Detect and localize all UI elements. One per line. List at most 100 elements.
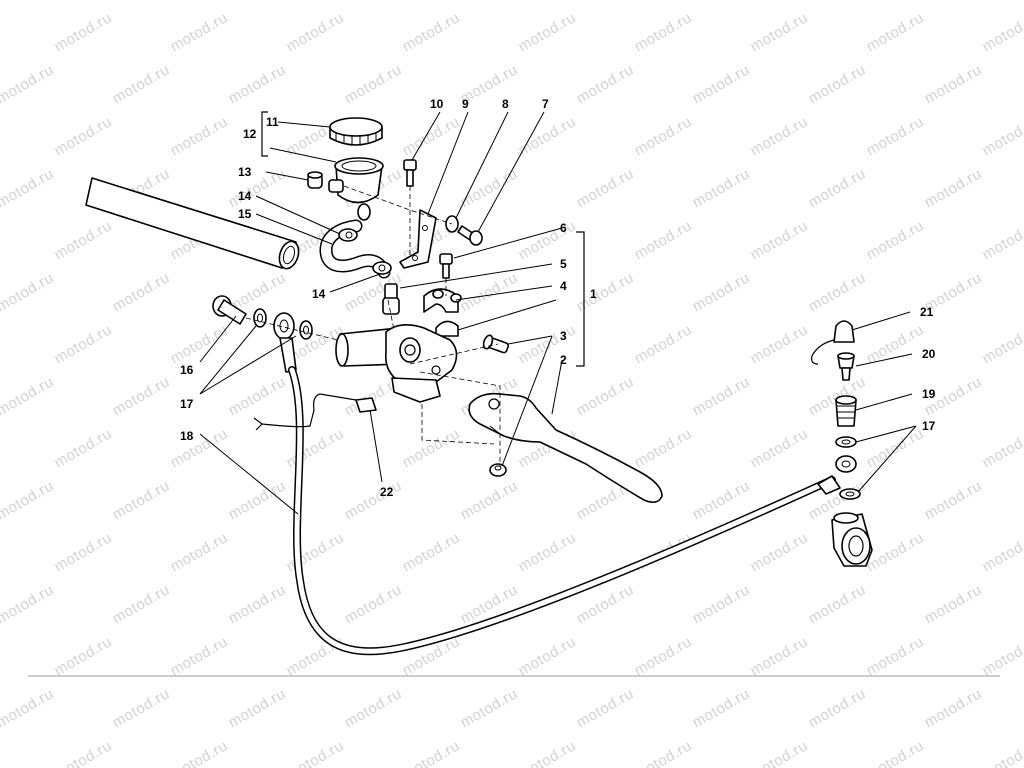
callout-11: 11 xyxy=(266,115,279,129)
watermark-text: motod.ru xyxy=(980,633,1024,679)
watermark-text: motod.ru xyxy=(226,61,289,107)
watermark-text: motod.ru xyxy=(168,425,231,471)
grommet xyxy=(307,171,323,189)
slave-cylinder-fitting xyxy=(831,512,873,567)
callout-1: 1 xyxy=(590,287,597,301)
assembly-lines xyxy=(245,185,501,466)
callout-3: 3 xyxy=(560,329,567,343)
watermark-text: motod.ru xyxy=(168,737,231,768)
washer-17c xyxy=(835,436,857,448)
watermark-text: motod.ru xyxy=(922,477,985,523)
watermark-text: motod.ru xyxy=(922,165,985,211)
clutch-hose xyxy=(288,366,836,656)
reservoir-cap xyxy=(329,117,383,146)
watermark-text: motod.ru xyxy=(806,581,869,627)
watermark-text: motod.ru xyxy=(52,217,115,263)
watermark-text: motod.ru xyxy=(632,425,695,471)
watermark-text: motod.ru xyxy=(632,737,695,768)
washer-17d xyxy=(839,488,861,500)
leader-lines xyxy=(199,111,917,515)
bracket-1 xyxy=(576,231,585,367)
screw-7 xyxy=(457,225,483,246)
watermark-text: motod.ru xyxy=(110,61,173,107)
washer-17a xyxy=(253,308,267,328)
pivot-bolt xyxy=(482,334,510,354)
watermark-text: motod.ru xyxy=(632,633,695,679)
watermark-text: motod.ru xyxy=(0,581,57,627)
watermark-text: motod.ru xyxy=(574,269,637,315)
watermark-text: motod.ru xyxy=(864,9,927,55)
watermark-text: motod.ru xyxy=(400,113,463,159)
watermark-text: motod.ru xyxy=(690,269,753,315)
bleed-screw-19 xyxy=(835,395,857,427)
watermark-text: motod.ru xyxy=(632,113,695,159)
callout-17-left: 17 xyxy=(180,397,194,411)
watermark-text: motod.ru xyxy=(0,0,57,3)
watermark-text: motod.ru xyxy=(52,633,115,679)
watermark-text: motod.ru xyxy=(690,685,753,731)
watermark-text: motod.ru xyxy=(980,113,1024,159)
hose-fitting-right xyxy=(817,455,857,495)
watermark-text: motod.ru xyxy=(52,529,115,575)
watermark-text: motod.ru xyxy=(690,165,753,211)
callout-22: 22 xyxy=(380,485,394,499)
watermark-text: motod.ru xyxy=(864,321,927,367)
watermark-text: motod.ru xyxy=(516,217,579,263)
washer-17b xyxy=(299,320,313,340)
watermark-text: motod.ru xyxy=(226,477,289,523)
watermark-text: motod.ru xyxy=(168,113,231,159)
watermark-text: motod.ru xyxy=(168,321,231,367)
watermark-text: motod.ru xyxy=(284,425,347,471)
watermark-text: motod.ru xyxy=(284,737,347,768)
dust-cap-21 xyxy=(811,320,855,365)
watermark-text: motod.ru xyxy=(226,0,289,3)
watermark-text: motod.ru xyxy=(110,685,173,731)
banjo-bolt-16 xyxy=(212,295,247,325)
watermark-text: motod.ru xyxy=(574,61,637,107)
watermark-text: motod.ru xyxy=(864,633,927,679)
watermark-text: motod.ru xyxy=(52,321,115,367)
reservoir-bracket xyxy=(399,209,437,269)
callout-numbers: 11 12 13 14 15 14 10 9 8 7 6 5 4 1 3 2 1… xyxy=(180,97,936,499)
watermark-text: motod.ru xyxy=(284,9,347,55)
watermark-text: motod.ru xyxy=(922,685,985,731)
hose-clip-upper xyxy=(338,228,358,242)
watermark-text: motod.ru xyxy=(516,737,579,768)
callout-2: 2 xyxy=(560,353,567,367)
watermark-text: motod.ru xyxy=(516,321,579,367)
hose-clip-lower xyxy=(372,261,392,275)
watermark-text: motod.ru xyxy=(0,61,57,107)
watermark-text: motod.ru xyxy=(110,0,173,3)
watermark-text: motod.ru xyxy=(52,9,115,55)
reservoir-hose xyxy=(319,219,391,279)
clutch-switch xyxy=(253,393,377,431)
watermark-text: motod.ru xyxy=(226,373,289,419)
callout-13: 13 xyxy=(238,165,252,179)
watermark-text: motod.ru xyxy=(748,425,811,471)
watermark-text: motod.ru xyxy=(574,165,637,211)
watermark-text: motod.ru xyxy=(110,269,173,315)
watermark-text: motod.ru xyxy=(632,217,695,263)
watermark-text: motod.ru xyxy=(632,9,695,55)
watermark-text: motod.ru xyxy=(516,633,579,679)
watermark-text: motod.ru xyxy=(690,61,753,107)
callout-16: 16 xyxy=(180,363,194,377)
watermark-text: motod.ru xyxy=(748,217,811,263)
callout-15: 15 xyxy=(238,207,252,221)
watermark-text: motod.ru xyxy=(0,269,57,315)
watermark-text: motod.ru xyxy=(516,9,579,55)
watermark-text: motod.ru xyxy=(806,269,869,315)
callout-19: 19 xyxy=(922,387,936,401)
watermark-text: motod.ru xyxy=(748,113,811,159)
watermark-text: motod.ru xyxy=(342,685,405,731)
watermark-text: motod.ru xyxy=(748,9,811,55)
clutch-lever xyxy=(468,392,663,504)
watermark-text: motod.ru xyxy=(980,737,1024,768)
watermark-text: motod.ru xyxy=(226,165,289,211)
watermark-text: motod.ru xyxy=(168,529,231,575)
watermark-text: motod.ru xyxy=(748,633,811,679)
watermark-text: motod.ru xyxy=(748,529,811,575)
callout-10: 10 xyxy=(430,97,444,111)
watermark-text: motod.ru xyxy=(806,61,869,107)
